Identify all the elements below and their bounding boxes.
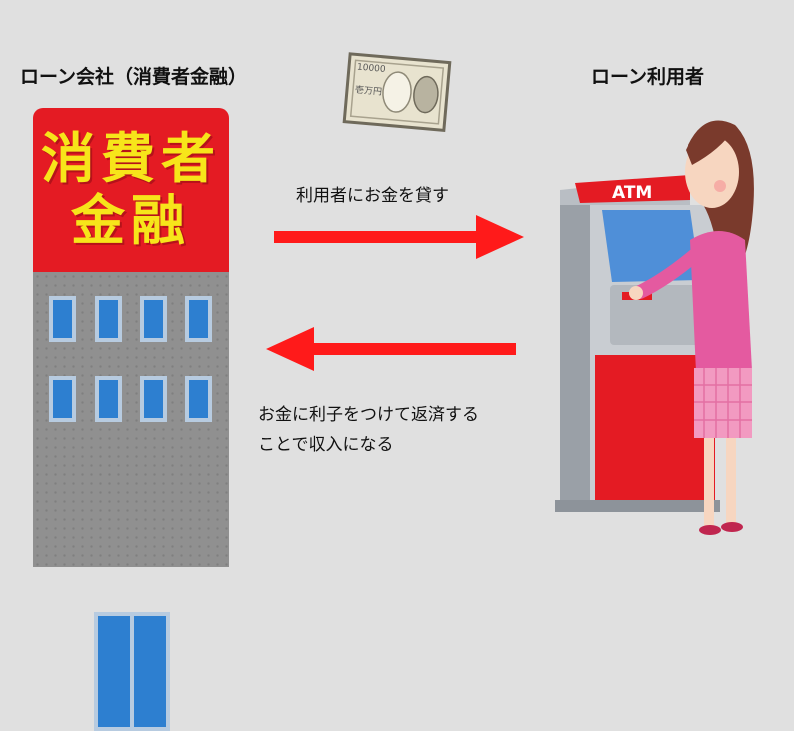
building-window <box>140 376 167 422</box>
diagram-graphics: 10000 壱万円 ATM <box>266 52 754 535</box>
building-body <box>33 272 229 731</box>
building-window <box>95 376 122 422</box>
building-window <box>49 296 76 342</box>
building-window <box>185 296 212 342</box>
repay-caption: お金に利子をつけて返済する ことで収入になる <box>258 400 479 460</box>
repay-caption-line-2: ことで収入になる <box>258 435 394 455</box>
atm-user-woman <box>629 120 754 535</box>
repay-caption-line-1: お金に利子をつけて返済する <box>258 405 479 425</box>
building-window <box>95 296 122 342</box>
lend-arrow-right <box>274 215 524 259</box>
building-window <box>140 296 167 342</box>
loan-company-building: 消費者 金融 <box>33 108 229 731</box>
loan-company-title: ローン会社（消費者金融） <box>20 66 248 88</box>
lend-caption: 利用者にお金を貸す <box>296 186 449 206</box>
building-sign-line-1: 消費者 <box>41 127 221 190</box>
building-window <box>49 376 76 422</box>
banknote-icon: 10000 壱万円 <box>342 52 452 132</box>
building-sign: 消費者 金融 <box>33 108 229 272</box>
building-window <box>185 376 212 422</box>
repay-arrow-left <box>266 327 516 371</box>
banknote-denomination: 10000 <box>357 63 387 75</box>
building-sign-line-2: 金融 <box>71 189 191 252</box>
atm-sign: ATM <box>612 183 652 203</box>
banknote-kanji: 壱万円 <box>355 83 383 97</box>
building-door <box>94 612 170 731</box>
loan-user-title: ローン利用者 <box>591 66 705 88</box>
